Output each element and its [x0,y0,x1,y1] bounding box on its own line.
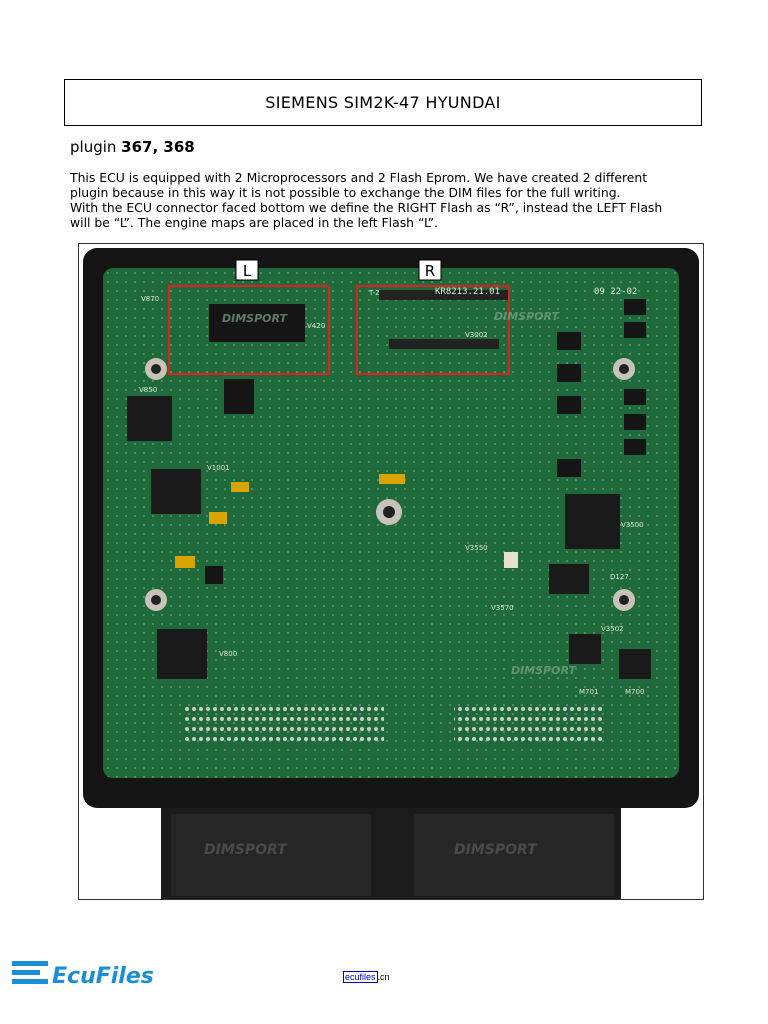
code-v420: V420 [307,322,325,330]
watermark-lower: DIMSPORT [511,664,577,677]
watermark-chip: DIMSPORT [222,312,288,325]
code-v850: V850 [139,386,157,394]
ecu-board-illustration: DIMSPORT DIMSPORT [83,248,699,899]
highlight-left-flash [168,285,330,375]
description-line-1: This ECU is equipped with 2 Microprocess… [70,170,648,185]
processor-chip [565,494,620,549]
code-v800: V800 [219,650,237,658]
code-date: 09 22-02 [594,287,637,297]
ecufiles-logo-graphic: EcuFiles [12,961,154,989]
footer-link-text[interactable]: ecufiles [343,971,378,983]
code-d127: D127 [610,573,629,581]
watermark-board: DIMSPORT [494,310,560,323]
description-line-2: plugin because in this way it is not pos… [70,185,621,200]
page-title: SIEMENS SIM2K-47 HYUNDAI [64,79,702,126]
plugin-numbers: 367, 368 [121,138,195,156]
label-left: L [243,262,252,280]
code-m701: M701 [579,688,598,696]
plugin-line: plugin 367, 368 [70,138,195,156]
page-title-text: SIEMENS SIM2K-47 HYUNDAI [265,93,501,112]
code-v3550: V3550 [465,544,488,552]
watermark-left: DIMSPORT [204,842,288,858]
code-v3500: V3500 [621,521,644,529]
description-line-4: will be “L”. The engine maps are placed … [70,215,438,230]
ecufiles-logo[interactable]: EcuFiles [12,958,162,989]
code-v3570: V3570 [491,604,514,612]
code-v1001: V1001 [207,464,230,472]
code-part-number: KR8213.21.01 [435,287,500,297]
plugin-label: plugin [70,138,122,156]
footer-link-suffix: .cn [377,972,390,982]
logo-text: EcuFiles [52,964,154,988]
code-v3002: V3002 [465,331,488,339]
highlight-right-flash [356,285,510,375]
code-t2: T-2 [368,289,380,297]
description-line-3: With the ECU connector faced bottom we d… [70,200,663,215]
code-v3502: V3502 [601,625,624,633]
code-v870: V870 [141,295,159,303]
label-right: R [425,262,435,280]
ecu-photo: DIMSPORT DIMSPORT [78,243,704,900]
footer-link[interactable]: ecufiles.cn [343,971,390,983]
description: This ECU is equipped with 2 Microprocess… [70,170,690,230]
watermark-right: DIMSPORT [454,842,538,858]
flash-chip-left [209,304,305,342]
code-m700: M700 [625,688,644,696]
